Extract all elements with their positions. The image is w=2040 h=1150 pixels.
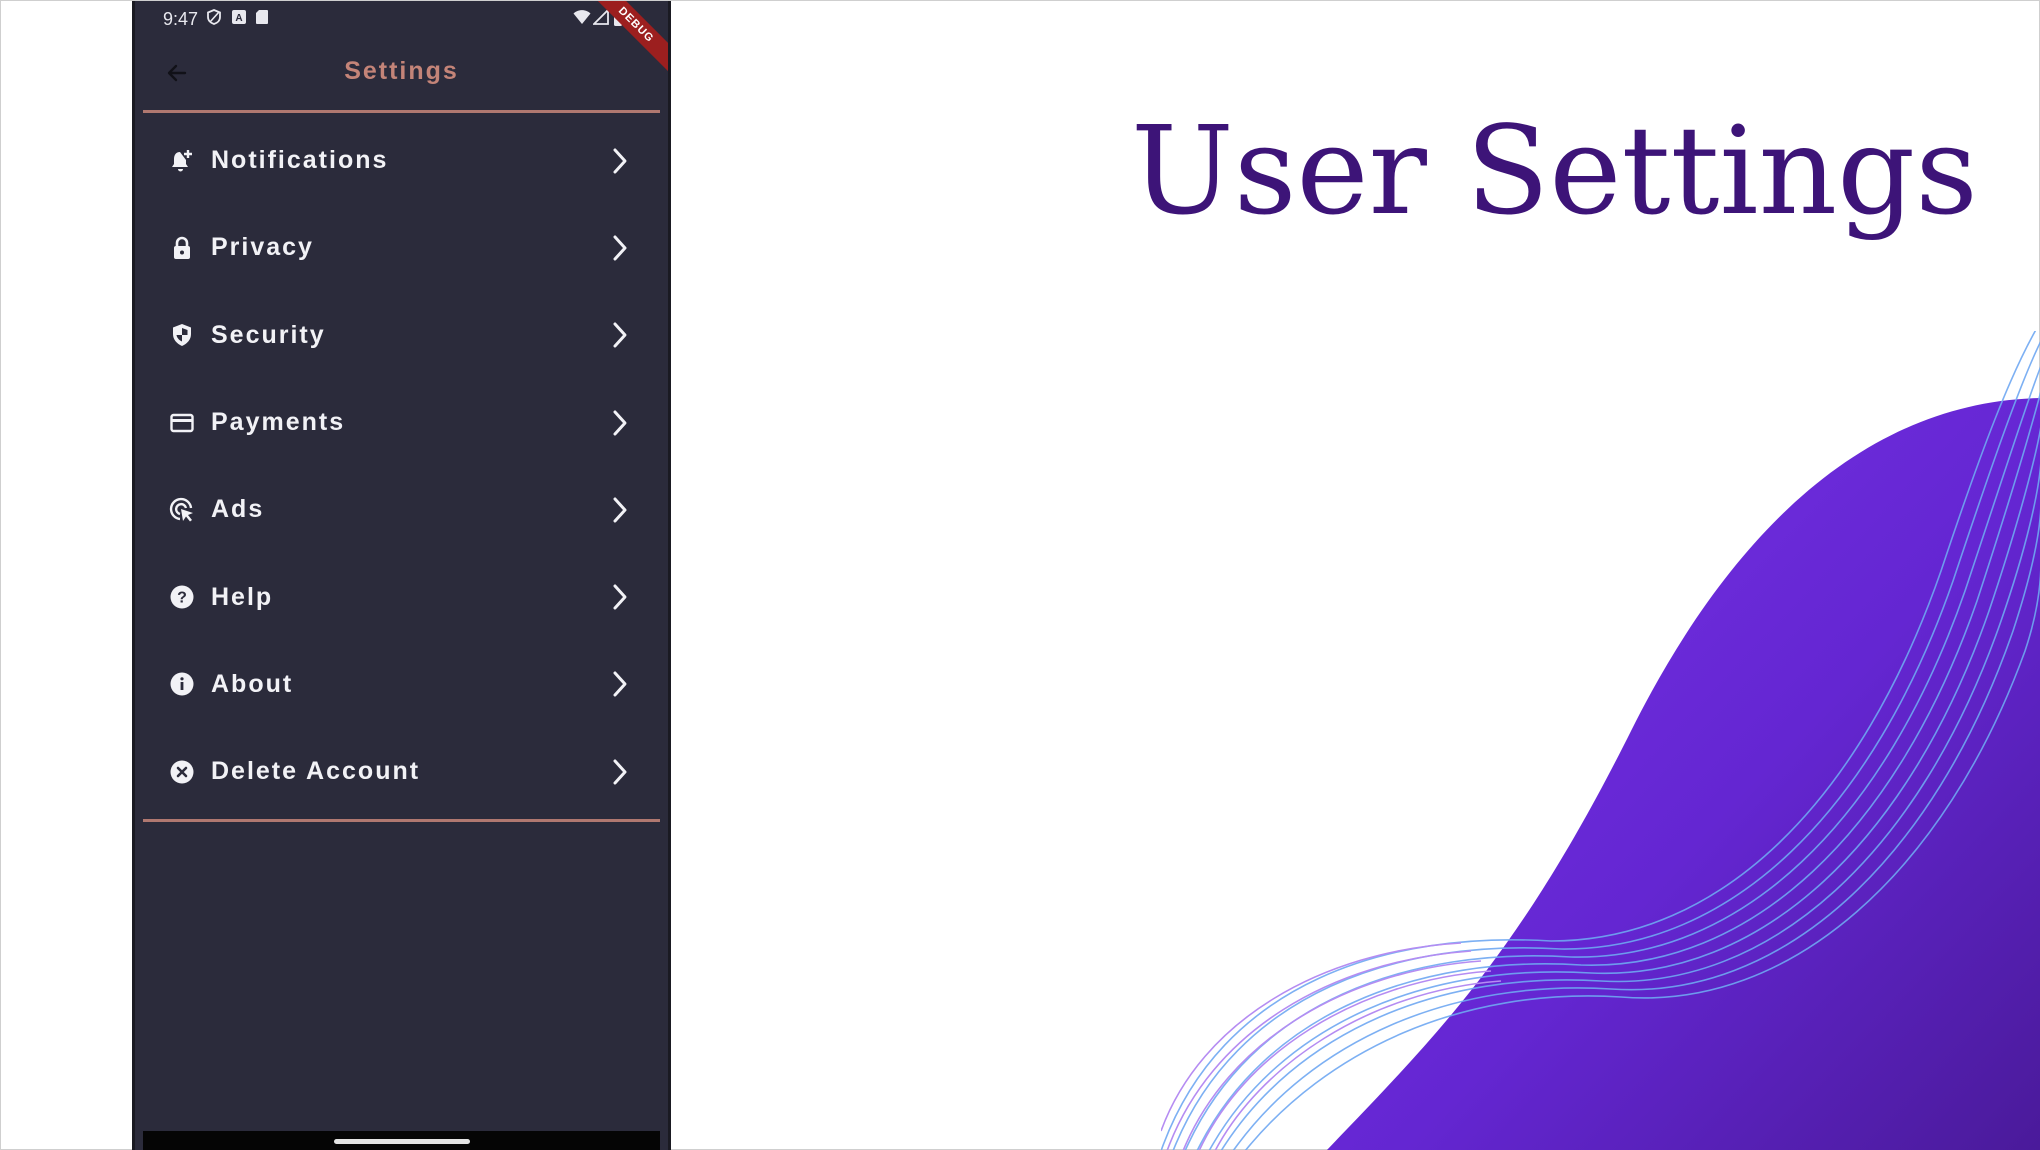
wifi-icon [573,9,591,30]
bell-plus-icon [169,148,195,174]
arrow-back-icon [167,64,187,82]
settings-item-privacy[interactable]: Privacy [135,204,668,291]
chevron-right-icon [608,495,632,525]
signal-icon [591,7,609,30]
status-bar: 9:47 A DEBUG [135,1,668,82]
sim-card-icon [255,9,269,30]
decorative-wave [1161,331,2040,1150]
chevron-right-icon [608,408,632,438]
settings-item-label: Privacy [211,233,314,262]
settings-item-label: Notifications [211,146,389,175]
lock-icon [169,235,195,261]
top-divider [143,110,660,113]
status-time: 9:47 [163,9,199,29]
settings-item-label: About [211,669,294,698]
svg-text:A: A [235,13,242,24]
settings-item-label: Ads [211,495,265,524]
settings-item-about[interactable]: About [135,641,668,728]
settings-item-payments[interactable]: Payments [135,379,668,466]
slide-title: User Settings [1131,100,1978,242]
system-navigation-bar [143,1131,660,1150]
app-notification-icon: A [231,9,247,30]
help-icon: ? [169,584,195,610]
info-icon [169,671,195,697]
shield-status-icon [207,9,221,30]
settings-item-help[interactable]: ? Help [135,553,668,640]
home-gesture-handle[interactable] [333,1139,470,1144]
credit-card-icon [169,410,195,436]
settings-item-label: Payments [211,408,346,437]
settings-item-label: Security [211,320,326,349]
svg-text:?: ? [177,590,187,607]
shield-icon [169,322,195,348]
settings-item-label: Delete Account [211,757,421,786]
back-button[interactable] [157,53,197,93]
cancel-circle-icon [169,759,195,785]
phone-screen: 9:47 A DEBUG [132,1,671,1150]
settings-item-ads[interactable]: Ads [135,466,668,553]
settings-item-delete-account[interactable]: Delete Account [135,728,668,815]
ads-click-icon [169,497,195,523]
page-title: Settings [344,57,459,85]
chevron-right-icon [608,582,632,612]
chevron-right-icon [608,669,632,699]
settings-list: Notifications Privacy Security [135,117,668,815]
settings-item-notifications[interactable]: Notifications [135,117,668,204]
chevron-right-icon [608,320,632,350]
settings-item-security[interactable]: Security [135,292,668,379]
chevron-right-icon [608,146,632,176]
app-bar: Settings [135,37,668,111]
chevron-right-icon [608,757,632,787]
chevron-right-icon [608,233,632,263]
bottom-divider [143,819,660,822]
settings-item-label: Help [211,582,274,611]
